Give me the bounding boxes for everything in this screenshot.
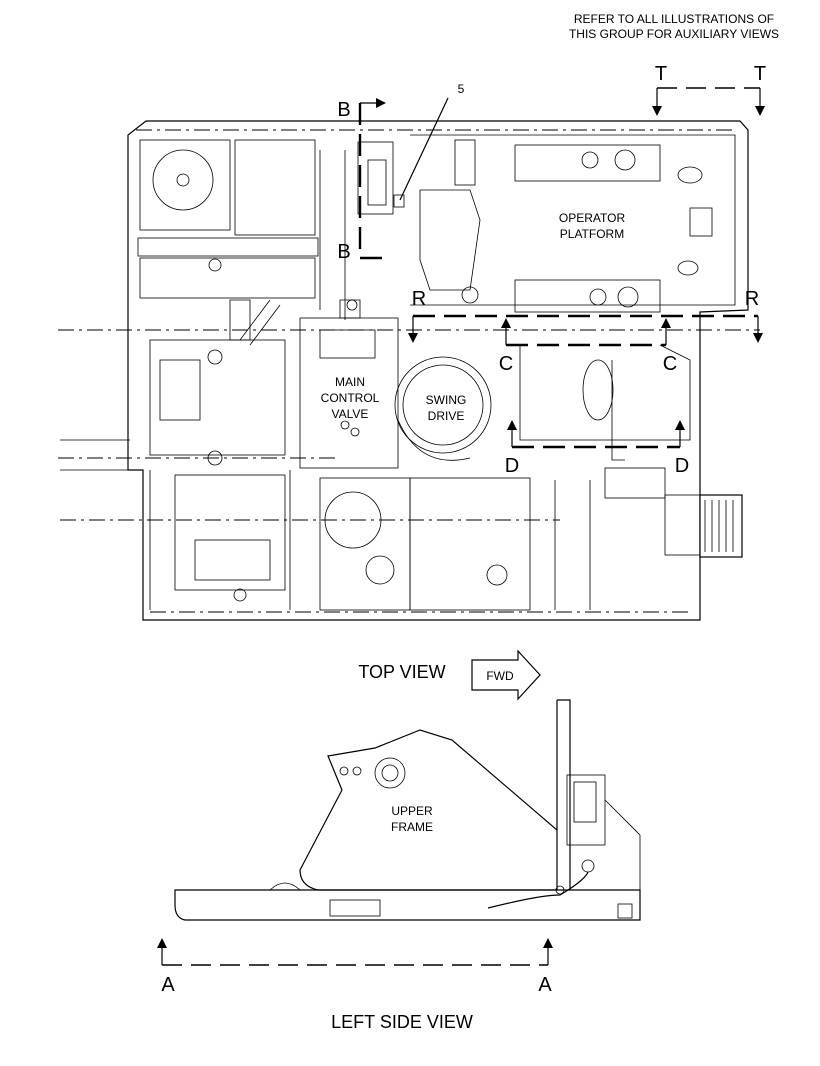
section-r-left: R: [412, 288, 426, 310]
item-callout-5: 5: [458, 82, 465, 96]
label-upper-frame-1: UPPER: [391, 804, 433, 818]
side-view-drawing: [174, 699, 641, 921]
label-swing-drive-2: DRIVE: [428, 409, 465, 423]
top-view-drawing: [58, 97, 760, 621]
section-a-left: A: [161, 974, 175, 996]
label-main-control-valve-1: MAIN: [335, 375, 365, 389]
label-main-control-valve-2: CONTROL: [321, 391, 380, 405]
section-r-right: R: [745, 288, 759, 310]
top-view-title: TOP VIEW: [358, 662, 445, 682]
label-swing-drive-1: SWING: [426, 393, 467, 407]
reference-note-line-2: THIS GROUP FOR AUXILIARY VIEWS: [569, 27, 779, 41]
section-d-left: D: [505, 455, 519, 477]
section-b-top: B: [337, 99, 350, 121]
reference-note: REFER TO ALL ILLUSTRATIONS OF THIS GROUP…: [569, 12, 779, 41]
section-c-right: C: [663, 353, 677, 375]
label-upper-frame-2: FRAME: [391, 820, 433, 834]
fwd-label: FWD: [486, 669, 514, 683]
section-b-bottom: B: [337, 241, 350, 263]
top-view-labels: OPERATOR PLATFORM MAIN CONTROL VALVE SWI…: [321, 211, 626, 423]
label-operator-platform-2: PLATFORM: [560, 227, 624, 241]
section-t-left: T: [655, 63, 667, 85]
section-a-right: A: [538, 974, 552, 996]
section-d-right: D: [675, 455, 689, 477]
label-main-control-valve-3: VALVE: [332, 407, 369, 421]
side-view-labels: UPPER FRAME: [391, 804, 433, 834]
left-side-view-title: LEFT SIDE VIEW: [331, 1012, 473, 1032]
label-operator-platform-1: OPERATOR: [559, 211, 626, 225]
section-t-right: T: [754, 63, 766, 85]
fwd-arrow-icon: FWD: [471, 649, 541, 701]
reference-note-line-1: REFER TO ALL ILLUSTRATIONS OF: [574, 12, 774, 26]
section-c-left: C: [499, 353, 513, 375]
section-cut-lines: [157, 87, 765, 966]
section-letters: T T B B R R C C D D A A: [161, 63, 766, 996]
